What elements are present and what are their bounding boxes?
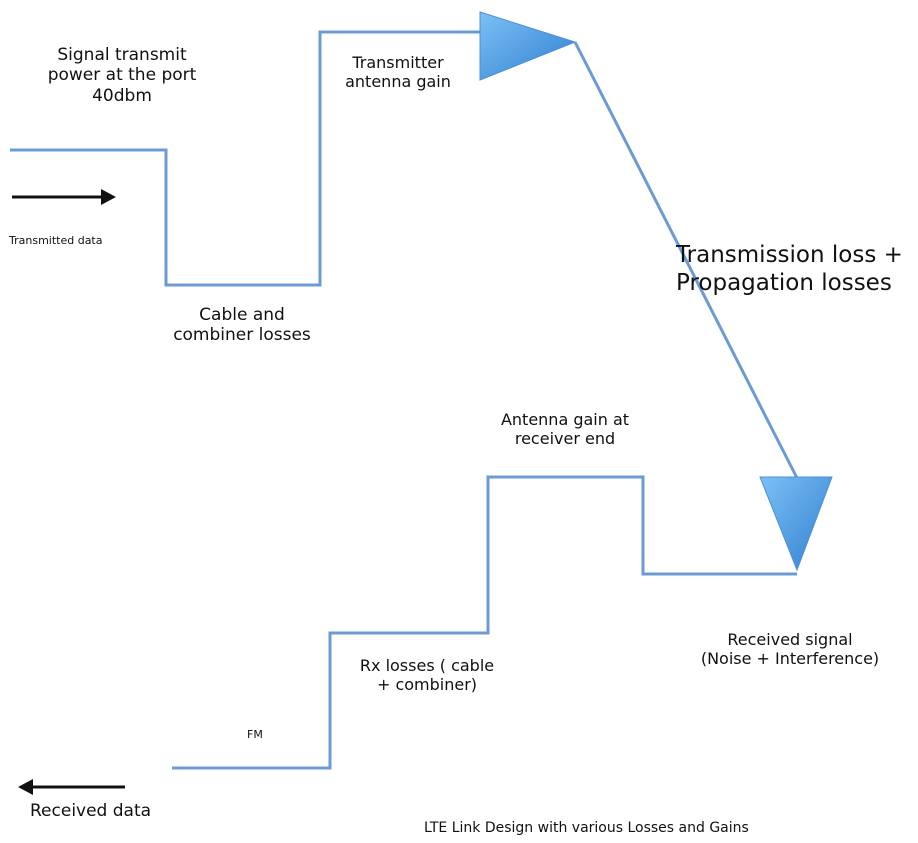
tx-power-label-line: power at the port <box>47 65 197 86</box>
received-signal-label-line: (Noise + Interference) <box>700 649 880 669</box>
propagation-losses-label-line: Transmission loss + <box>676 242 903 268</box>
cable-losses-label-line: Cable and <box>199 305 285 325</box>
tx-antenna-gain-label: Transmitter antenna gain <box>330 53 466 91</box>
fm-label: FM <box>247 728 263 741</box>
receive-power-level-line <box>172 475 797 770</box>
rx-losses-label-line: + combiner) <box>376 675 478 695</box>
cable-losses-label: Cable and combiner losses <box>152 305 332 346</box>
tx-power-label-line: 40dbm <box>92 85 152 106</box>
rx-antenna-gain-label-line: Antenna gain at <box>500 410 630 429</box>
transmitted-data-label: Transmitted data <box>9 234 103 247</box>
tx-antenna-gain-label-line: Transmitter <box>352 53 444 72</box>
cable-losses-label-line: combiner losses <box>173 325 311 346</box>
tx-power-label-line: Signal transmit <box>57 45 187 65</box>
rx-losses-label: Rx losses ( cable + combiner) <box>352 656 502 694</box>
left-arrow-icon <box>18 779 125 795</box>
rx-antenna-gain-label-line: receiver end <box>514 429 616 449</box>
receive-antenna-triangle-icon <box>759 476 833 572</box>
propagation-losses-label-line: Propagation losses <box>676 270 892 297</box>
received-signal-label: Received signal (Noise + Interference) <box>685 630 895 668</box>
received-signal-label-line: Received signal <box>727 630 853 649</box>
propagation-losses-label: Transmission loss + Propagation losses <box>676 241 903 297</box>
diagram-title: LTE Link Design with various Losses and … <box>424 820 749 836</box>
rx-losses-label-line: Rx losses ( cable <box>359 656 495 675</box>
propagation-loss-line <box>573 41 799 479</box>
tx-power-label: Signal transmit power at the port 40dbm <box>24 45 220 106</box>
rx-antenna-gain-label: Antenna gain at receiver end <box>480 410 650 448</box>
transmit-antenna-triangle-icon <box>479 11 577 81</box>
right-arrow-icon <box>12 189 116 205</box>
transmit-power-level-line <box>10 30 480 287</box>
received-data-label: Received data <box>30 801 152 821</box>
tx-antenna-gain-label-line: antenna gain <box>345 72 451 92</box>
